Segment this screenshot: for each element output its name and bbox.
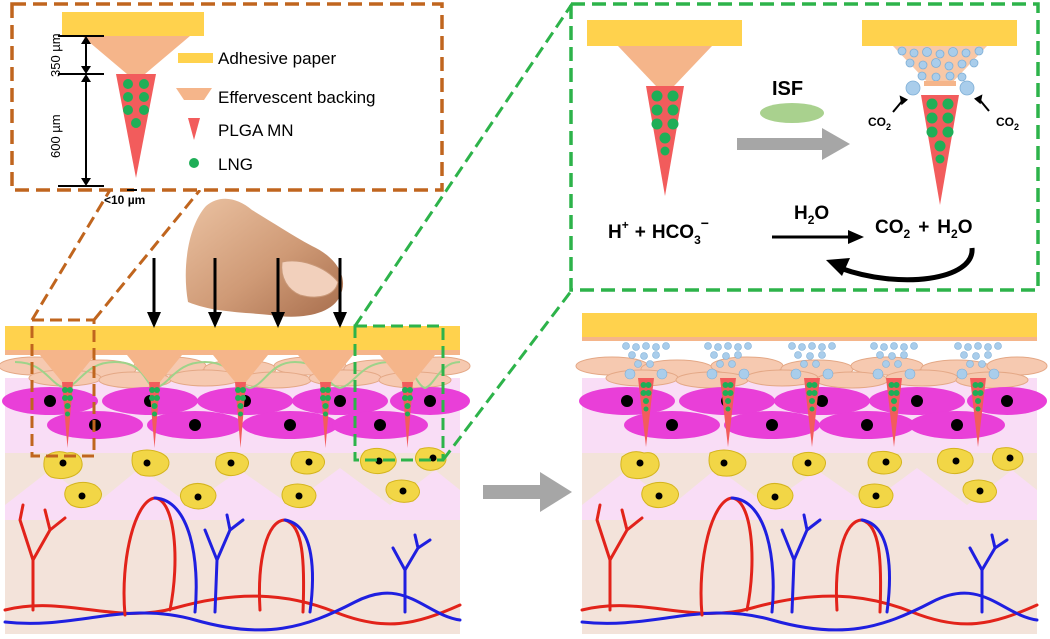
- reaction-reactants: H++HCO3−: [608, 215, 709, 247]
- legend-swatch-drug: [189, 158, 199, 168]
- inset-mechanism: ISF: [569, 2, 1040, 292]
- legend-label-drug: LNG: [218, 155, 253, 174]
- co2-pointer-arrows: [892, 94, 990, 113]
- legend-swatch-needle: [188, 118, 200, 140]
- isf-label: ISF: [772, 78, 803, 100]
- skin-panel-after: [575, 313, 1048, 634]
- legend-swatch-adhesive: [178, 53, 213, 63]
- zoom-connectors: [30, 3, 574, 461]
- dermis-cell-nuclei: [59, 454, 437, 501]
- inset-backing: [82, 36, 190, 74]
- inset-adhesive: [62, 12, 204, 36]
- dimension-lines: [58, 35, 137, 191]
- separated-needles: [622, 342, 1002, 447]
- dim-tip-label: <10 µm: [104, 193, 145, 207]
- legend-label-needle: PLGA MN: [218, 121, 294, 140]
- inset-structure-border: [10, 2, 444, 192]
- mn-array-before: [5, 326, 460, 448]
- mn-intact: [587, 20, 742, 196]
- reaction-catalyst-water: H2O: [794, 203, 829, 227]
- isf-droplet: [760, 103, 824, 123]
- zoom-box-right: [353, 324, 445, 462]
- finger-image: [185, 198, 344, 317]
- co2-label-left: CO2: [868, 115, 891, 132]
- skin-panel-before: [0, 318, 471, 634]
- finger-press: [147, 198, 347, 328]
- inset-drug-particles: [123, 79, 149, 128]
- blood-vessels: [3, 496, 462, 632]
- adhesive-paper-strip: [5, 326, 460, 350]
- reaction-cycle-arrow: [826, 247, 975, 283]
- mn-reacting: CO2 CO2: [862, 20, 1019, 205]
- transition-arrow: [483, 472, 572, 512]
- dim-needle-label: 600 µm: [48, 114, 63, 158]
- inset-structure: 350 µm 600 µm <10 µm Adhesive paper Effe…: [10, 2, 444, 207]
- dim-backing-label: 350 µm: [48, 33, 63, 77]
- press-arrows: [147, 258, 347, 328]
- bubbles: [897, 46, 984, 96]
- legend-label-backing: Effervescent backing: [218, 88, 376, 107]
- zoom-box-left: [30, 318, 96, 458]
- legend-label-adhesive: Adhesive paper: [218, 49, 336, 68]
- legend: Adhesive paper Effervescent backing PLGA…: [176, 49, 376, 174]
- mn-array-after: [582, 313, 1037, 447]
- reaction-products: CO2+H2O: [875, 217, 973, 241]
- fingernail: [281, 260, 339, 298]
- backing-strip: [5, 350, 460, 355]
- reaction-forward-arrow: [772, 230, 864, 244]
- co2-label-right: CO2: [996, 115, 1019, 132]
- legend-swatch-backing: [176, 88, 212, 100]
- dermal-papillae: [5, 468, 460, 520]
- epidermis-cells: [2, 387, 470, 439]
- isf-reaction-arrow: [737, 128, 850, 160]
